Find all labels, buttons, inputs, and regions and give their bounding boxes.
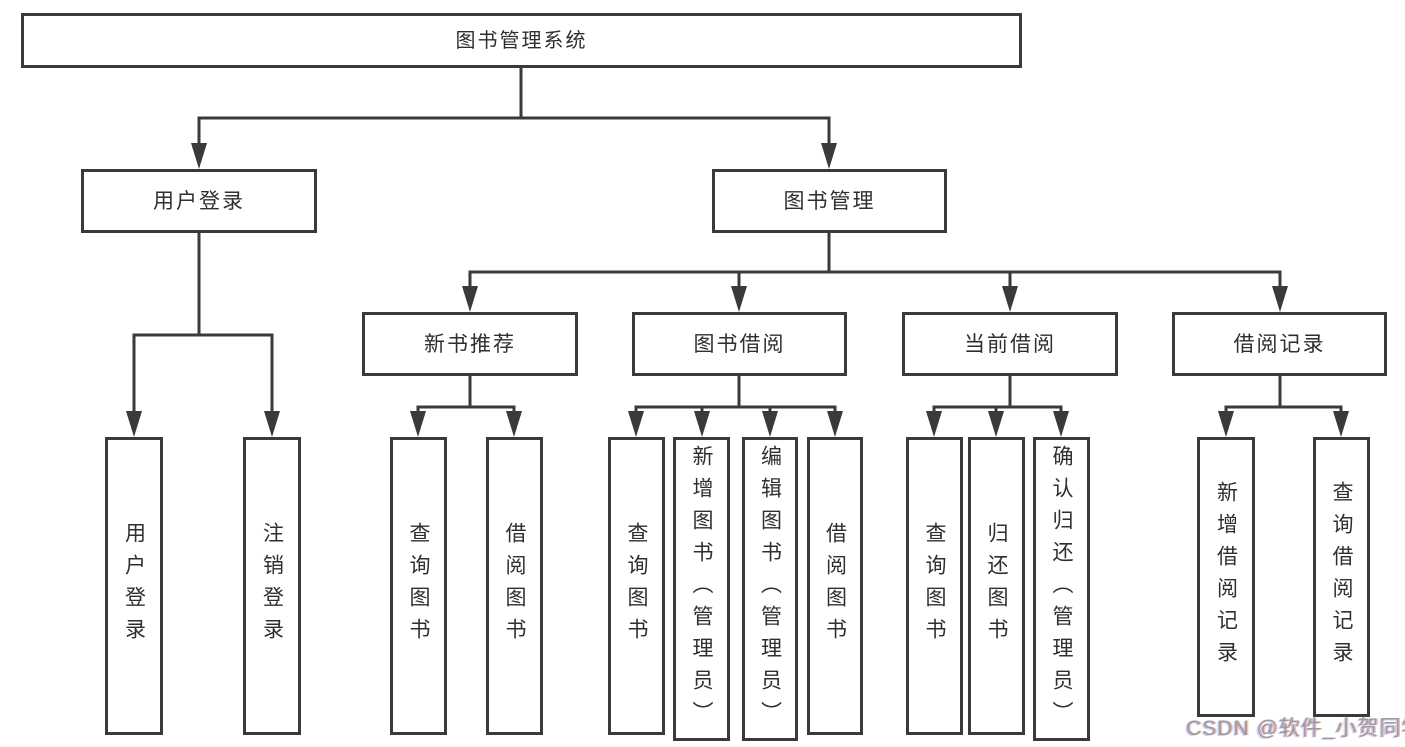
- connector-user-login-to-leaves: [132, 232, 274, 414]
- box-label: 当前借阅: [964, 332, 1056, 356]
- leaf-label: 查询借阅记录: [1330, 481, 1353, 673]
- arrow-down-icon: [988, 411, 1004, 437]
- leaf-confirm-return-admin: 确认归还（管理员）: [1033, 437, 1090, 741]
- box-book-borrowing: 图书借阅: [632, 312, 847, 376]
- leaf-label: 用户登录: [122, 522, 146, 650]
- arrow-down-icon: [1218, 411, 1234, 437]
- box-current-borrowing: 当前借阅: [902, 312, 1118, 376]
- box-label: 图书管理系统: [455, 29, 588, 52]
- leaf-borrow-books: 借阅图书: [807, 437, 863, 735]
- leaf-label: 借阅图书: [503, 522, 526, 650]
- arrow-down-icon: [191, 143, 207, 169]
- leaf-label: 编辑图书（管理员）: [758, 445, 782, 733]
- box-book-management: 图书管理: [712, 169, 947, 233]
- leaf-query-books: 查询图书: [608, 437, 665, 735]
- arrow-down-icon: [264, 411, 280, 437]
- leaf-user-login: 用户登录: [105, 437, 163, 735]
- leaf-query-books: 查询图书: [390, 437, 447, 735]
- leaf-return-books: 归还图书: [968, 437, 1025, 735]
- connector-book-borrow-to-leaves: [634, 375, 837, 414]
- leaf-label: 查询图书: [625, 522, 648, 650]
- arrow-down-icon: [821, 143, 837, 169]
- connector-current-borrow-to-leaves: [932, 375, 1063, 414]
- box-new-book-recommendation: 新书推荐: [362, 312, 578, 376]
- arrow-down-icon: [628, 411, 644, 437]
- leaf-query-books: 查询图书: [906, 437, 963, 735]
- arrow-down-icon: [1053, 411, 1069, 437]
- arrow-down-icon: [506, 411, 522, 437]
- arrow-down-icon: [731, 286, 747, 312]
- leaf-label: 注销登录: [260, 522, 284, 650]
- leaf-label: 确认归还（管理员）: [1050, 445, 1073, 733]
- box-label: 图书管理: [783, 189, 876, 213]
- box-user-login: 用户登录: [81, 169, 317, 233]
- arrow-down-icon: [1002, 286, 1018, 312]
- arrow-down-icon: [762, 411, 778, 437]
- leaf-label: 查询图书: [407, 522, 430, 650]
- arrow-down-icon: [126, 411, 142, 437]
- connector-new-book-to-leaves: [416, 375, 516, 414]
- arrow-down-icon: [827, 411, 843, 437]
- leaf-edit-books-admin: 编辑图书（管理员）: [742, 437, 798, 741]
- leaf-query-borrow-record: 查询借阅记录: [1313, 437, 1370, 717]
- box-library-management-system: 图书管理系统: [21, 13, 1022, 68]
- box-label: 借阅记录: [1233, 332, 1326, 356]
- leaf-label: 新增图书（管理员）: [690, 445, 713, 733]
- leaf-label: 新增借阅记录: [1214, 481, 1238, 673]
- arrow-down-icon: [410, 411, 426, 437]
- arrow-down-icon: [1333, 411, 1349, 437]
- leaf-label: 查询图书: [923, 522, 946, 650]
- box-label: 用户登录: [153, 189, 245, 213]
- leaf-add-borrow-record: 新增借阅记录: [1197, 437, 1255, 717]
- arrow-down-icon: [694, 411, 710, 437]
- box-label: 新书推荐: [424, 332, 516, 356]
- leaf-logout-login: 注销登录: [243, 437, 301, 735]
- arrow-down-icon: [1272, 286, 1288, 312]
- connector-borrow-record-to-leaves: [1224, 375, 1343, 414]
- leaf-label: 借阅图书: [823, 522, 847, 650]
- box-label: 图书借阅: [693, 332, 786, 356]
- arrow-down-icon: [462, 286, 478, 312]
- connector-root-to-level2: [197, 68, 831, 146]
- arrow-down-icon: [926, 411, 942, 437]
- box-borrowing-records: 借阅记录: [1172, 312, 1387, 376]
- watermark-csdn: CSDN @软件_小贺同学: [1186, 717, 1405, 740]
- leaf-borrow-books: 借阅图书: [486, 437, 543, 735]
- connector-book-management-to-level3: [468, 232, 1282, 290]
- leaf-label: 归还图书: [985, 522, 1008, 650]
- leaf-add-books-admin: 新增图书（管理员）: [673, 437, 730, 741]
